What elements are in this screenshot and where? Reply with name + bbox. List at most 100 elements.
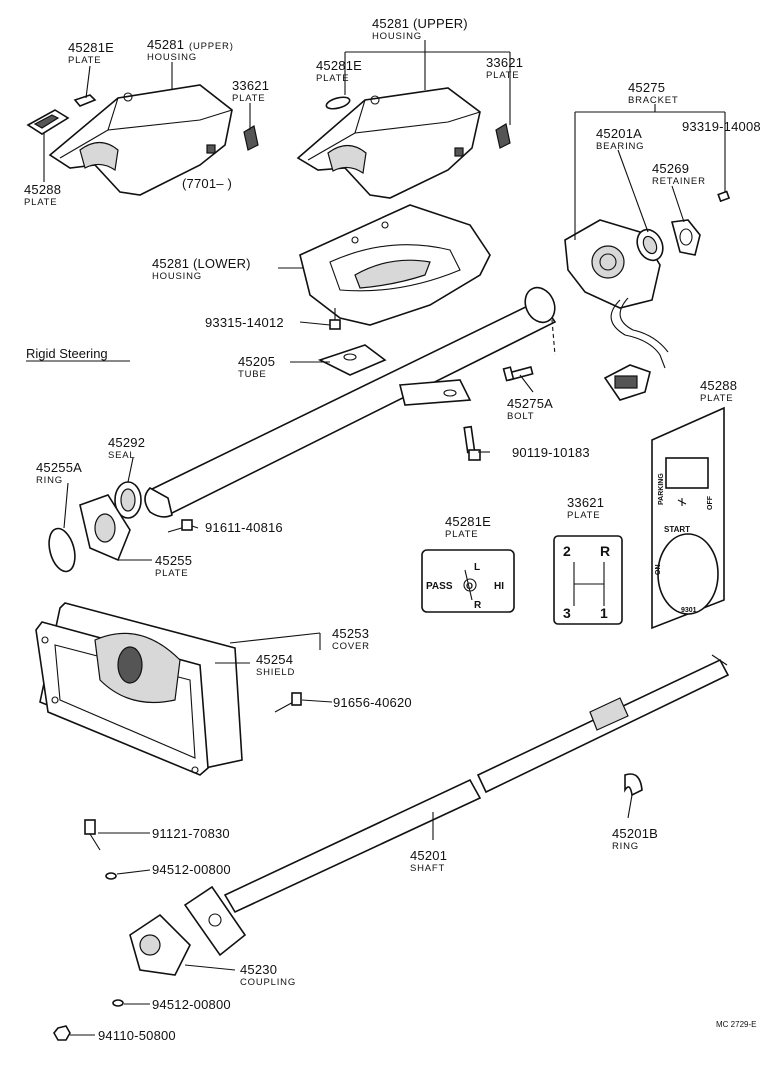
coupling-45230-drawing <box>129 885 247 976</box>
callout-part-number: 45281E <box>316 58 362 73</box>
callout-part-desc: BEARING <box>596 141 644 152</box>
callout-part-number: 45288 <box>700 378 737 393</box>
callout-part-number: 45201B <box>612 826 658 841</box>
upper-housing-right-drawing <box>296 87 481 199</box>
plate-45255-drawing <box>79 494 131 562</box>
callout-part-number: 45281 (LOWER) <box>152 256 251 271</box>
callout-part-desc: HOUSING <box>147 52 197 63</box>
callout-part-desc: HOUSING <box>152 271 202 282</box>
retainer-45269-drawing <box>670 219 701 256</box>
callout-part-desc: PLATE <box>700 393 733 404</box>
leader-lines <box>43 40 726 1036</box>
callout-45281-lower: 45281 (LOWER)HOUSING <box>152 256 251 282</box>
callout-part-number: 45288 <box>24 182 61 197</box>
callout-part-desc: COUPLING <box>240 977 296 988</box>
screw-93319-drawing <box>717 190 731 203</box>
plate-45288-large: PARKING ON START OFF 9301 <box>651 406 725 630</box>
washer-94512-lower-drawing <box>112 999 124 1007</box>
callout-part-number: 45281E <box>445 514 491 529</box>
callout-part-number: 33621 <box>567 495 604 510</box>
plate-45288-off-text: OFF <box>707 495 714 510</box>
callout-91121: 91121-70830 <box>152 826 230 841</box>
callout-part-number: 45281 (UPPER) <box>372 16 468 31</box>
callout-part-number: 45281 <box>147 37 184 52</box>
plate-45281e-left-text: PASS <box>426 581 453 592</box>
upper-housing-left-drawing <box>48 84 233 196</box>
note-7701: (7701– ) <box>182 176 232 191</box>
callout-part-number: 45255A <box>36 460 82 475</box>
callout-part-number: 91611-40816 <box>205 520 283 535</box>
callout-94110: 94110-50800 <box>98 1028 176 1043</box>
callout-93315: 93315-14012 <box>205 315 284 330</box>
callout-part-number: 93315-14012 <box>205 315 284 330</box>
callout-part-number: 45275 <box>628 80 665 95</box>
callout-part-number: 45292 <box>108 435 145 450</box>
callout-part-desc: PLATE <box>567 510 600 521</box>
screw-91611-drawing <box>167 519 193 533</box>
plate-45281e-center-text: O <box>466 581 473 591</box>
callout-part-number: 45230 <box>240 962 277 977</box>
callout-45281-upper-a: 45281(UPPER)HOUSING <box>147 37 233 63</box>
plate-45281e-large: L R PASS HI O <box>421 549 515 613</box>
callout-part-number: 93319-14008 <box>682 119 761 134</box>
callout-part-number: 45253 <box>332 626 369 641</box>
plate-33621-left-drawing <box>243 125 259 151</box>
callout-part-desc: TUBE <box>238 369 267 380</box>
callout-93319: 93319-14008 <box>682 119 761 134</box>
plate-45281e-left-drawing <box>73 94 97 107</box>
callout-part-desc: PLATE <box>68 55 101 66</box>
callout-part-number: 91121-70830 <box>152 826 230 841</box>
callout-part-number: 33621 <box>232 78 269 93</box>
callout-part-number: 45255 <box>155 553 192 568</box>
callout-part-desc: SHAFT <box>410 863 445 874</box>
ring-45255a-drawing <box>48 527 76 573</box>
plate-45288-code-text: 9301 <box>681 607 697 614</box>
plate-45281e-bottom-text: R <box>474 600 482 611</box>
tube-45205-drawing <box>144 286 557 518</box>
plate-45281e-right-drawing <box>325 96 351 110</box>
callout-91656: 91656-40620 <box>333 695 412 710</box>
plate-33621-right-drawing <box>495 123 511 149</box>
bolt-45275a-drawing <box>502 366 534 382</box>
callout-part-number: 45201 <box>410 848 447 863</box>
bracket-assembly-drawing <box>564 219 669 401</box>
callout-part-desc: PLATE <box>232 93 265 104</box>
plate-33621-bottom-left: 3 <box>563 605 571 621</box>
callout-part-desc: PLATE <box>155 568 188 579</box>
plate-45288-on-text: ON <box>655 565 662 576</box>
callout-part-number: 45201A <box>596 126 642 141</box>
callout-part-number: 90119-10183 <box>512 445 590 460</box>
callout-part-number: 94512-00800 <box>152 862 231 877</box>
callout-part-number: 33621 <box>486 55 523 70</box>
lower-housing-drawing <box>299 204 491 326</box>
callout-94512-b: 94512-00800 <box>152 997 231 1012</box>
callout-part-desc: SEAL <box>108 450 136 461</box>
callout-90119: 90119-10183 <box>512 445 590 460</box>
callout-part-desc: COVER <box>332 641 370 652</box>
shaft-45201-drawing <box>223 654 730 914</box>
bearing-45201a-drawing <box>636 228 664 262</box>
ring-45201b-drawing <box>624 773 643 797</box>
plate-33621-large: 2 R 3 1 <box>553 535 623 625</box>
drawing-code: MC 2729-E <box>716 1020 756 1029</box>
callout-part-desc: RETAINER <box>652 176 706 187</box>
plate-45288-left-drawing <box>26 109 70 135</box>
